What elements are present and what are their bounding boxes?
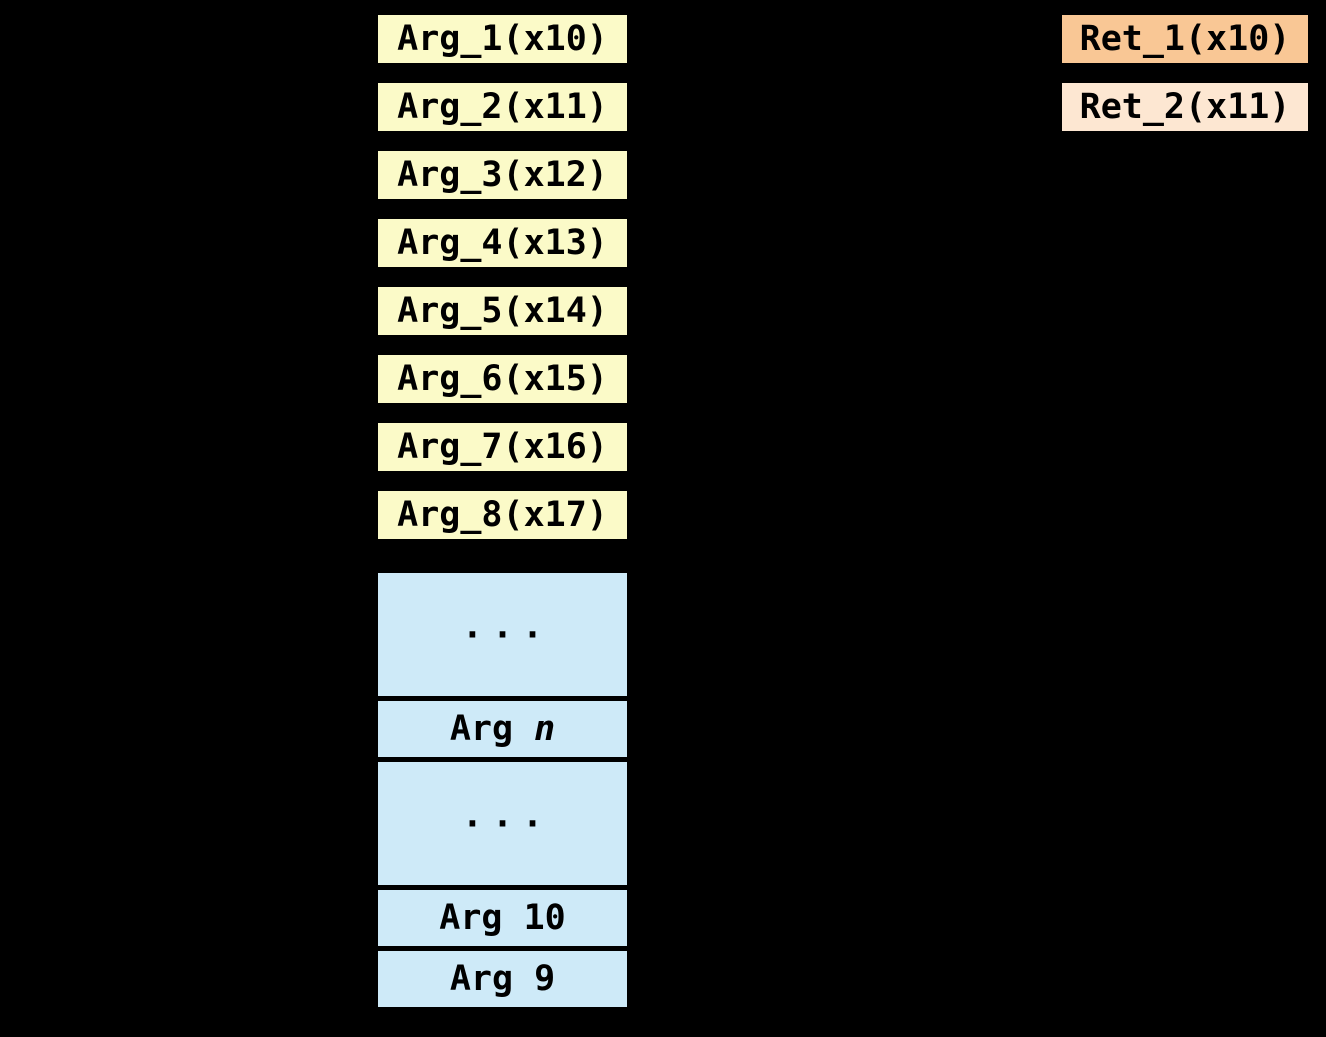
arg-register-box: Arg_6(x15) [378,355,627,403]
stack-arg-slot: Arg n [378,701,627,757]
arg-register-box: Arg_1(x10) [378,15,627,63]
ellipsis-dots: ... [461,795,553,836]
arg-register-box: Arg_7(x16) [378,423,627,471]
stack-arg-slot: Arg 9 [378,951,627,1007]
stack-ellipsis-row: ... [378,762,627,885]
italic-n: n [534,708,556,749]
ret-register-box: Ret_1(x10) [1062,15,1308,63]
arg-register-box: Arg_4(x13) [378,219,627,267]
stack-arg-slot: Arg 10 [378,890,627,946]
arg-register-box: Arg_8(x17) [378,491,627,539]
return-registers-column: Ret_1(x10) Ret_2(x11) [1062,15,1308,131]
stack-ellipsis-row: ... [378,573,627,696]
arg-register-box: Arg_2(x11) [378,83,627,131]
ellipsis-dots: ... [461,606,553,647]
arg-registers-column: Arg_1(x10) Arg_2(x11) Arg_3(x12) Arg_4(x13)… [378,15,627,539]
ret-register-box: Ret_2(x11) [1062,83,1308,131]
arg-register-box: Arg_3(x12) [378,151,627,199]
arg-register-box: Arg_5(x14) [378,287,627,335]
